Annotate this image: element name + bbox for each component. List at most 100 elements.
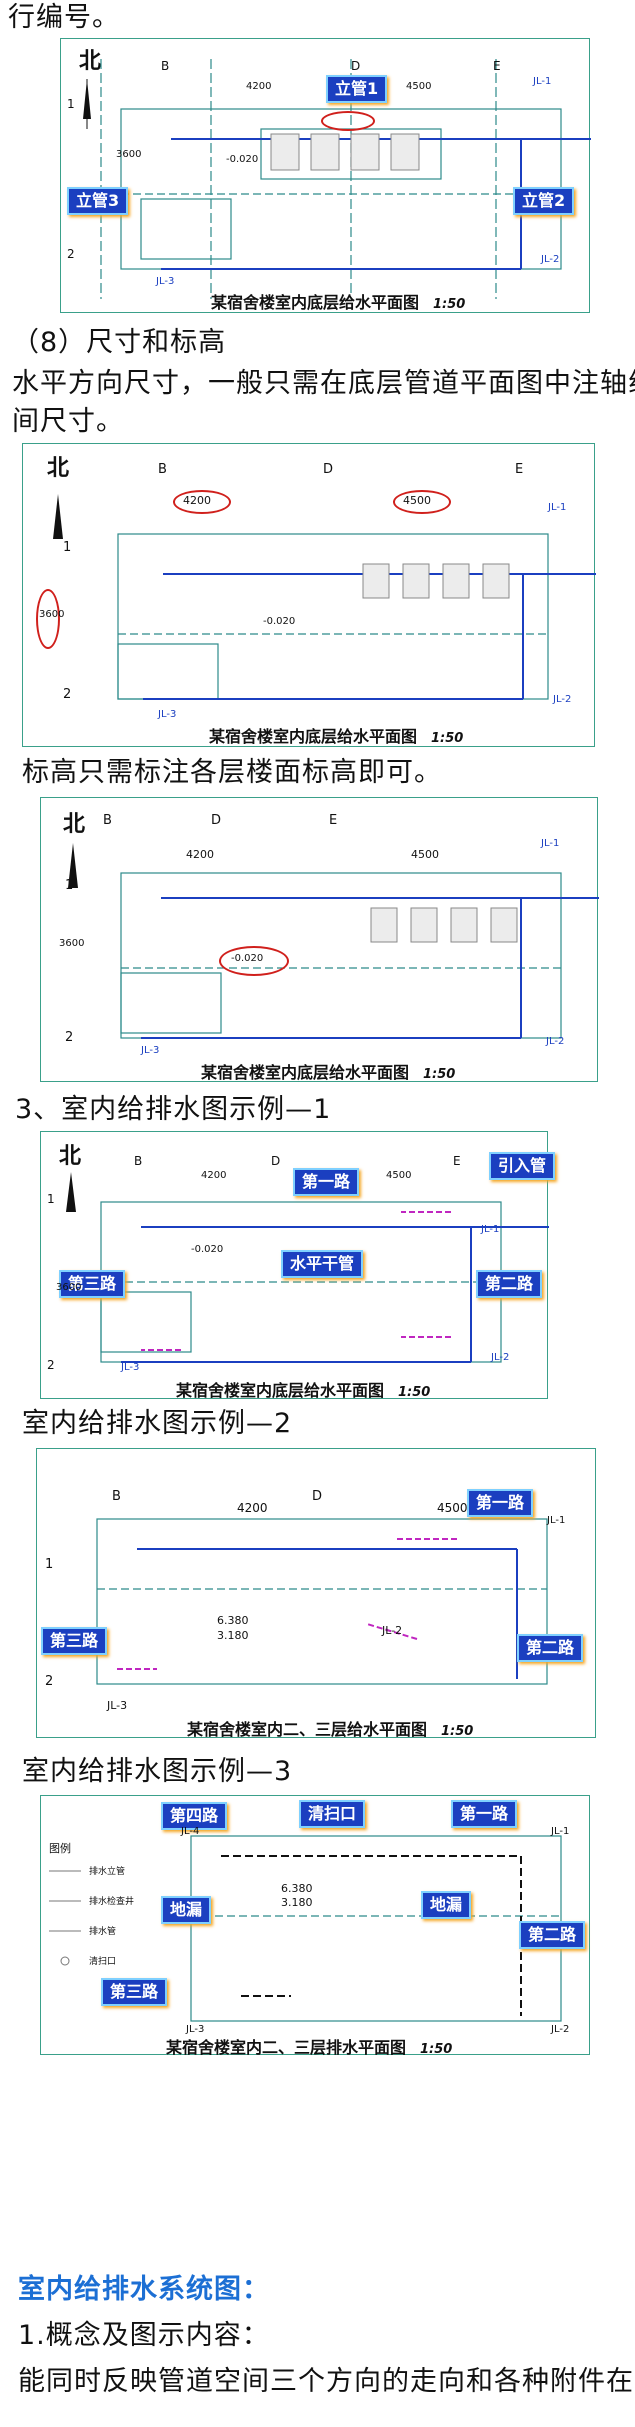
elevation-upper: 6.380 [217,1614,249,1627]
axis-e: E [493,59,501,73]
floor-drain-callout: 地漏 [421,1891,472,1919]
dim-3600: 3600 [56,1282,82,1293]
jl1-label: JL-1 [533,76,552,87]
floor-plan-drawing [53,494,596,700]
route-2-callout: 第二路 [517,1634,584,1662]
red-highlight [321,111,375,131]
route-4-callout: 第四路 [161,1802,228,1830]
route-2-callout: 第二路 [519,1921,586,1949]
jl1-label: JL-1 [481,1224,500,1235]
route-1-callout: 第一路 [467,1489,534,1517]
axis-d: D [271,1154,281,1168]
jl3-label: JL-3 [186,2024,205,2035]
elevation-lower: 3.180 [217,1629,249,1642]
dim-4500: 4500 [406,81,432,92]
axis-d: D [312,1489,323,1504]
route-3-callout: 第三路 [59,1270,126,1298]
jl1-label: JL-1 [547,1515,566,1526]
jl2-label: JL-2 [491,1352,510,1363]
axis-2: 2 [63,687,72,702]
dim-4200: 4200 [186,848,214,861]
dim-paragraph-2: 间尺寸。 [12,406,124,437]
plan-figure-3: 北 -0.020 4200 4500 3600 B D E 1 2 JL-1 J… [40,797,599,1082]
dim-4500: 4500 [403,494,431,507]
dim-4200: 4200 [246,81,272,92]
elevation-label: -0.020 [231,953,264,964]
axis-2: 2 [67,247,75,261]
jl3-label: JL-3 [158,709,177,720]
jl3-label: JL-3 [141,1045,160,1056]
floor-plan-drawing [49,1835,562,2022]
dim-3600: 3600 [39,609,65,620]
concept-heading: 1.概念及图示内容： [18,2320,270,2351]
elevation-label: -0.020 [263,616,296,627]
example-3-heading: 室内给排水图示例—3 [22,1756,293,1787]
floor-plan-drawing [83,59,591,299]
dim-4500: 4500 [386,1170,412,1181]
jl2-label: JL-2 [546,1036,565,1047]
example-1-heading: 3、室内给排水图示例—1 [15,1094,332,1125]
route-3-callout: 第三路 [101,1978,168,2006]
legend-title: 图例 [49,1842,71,1855]
axis-b: B [158,462,167,477]
axis-1: 1 [45,1557,54,1572]
plan-figure-6: 图例 排水立管 排水检查井 排水管 清扫口 第四路 清扫口 第一路 地漏 地漏 … [40,1795,590,2057]
example-2-heading: 室内给排水图示例—2 [22,1408,293,1439]
elevation-label: -0.020 [226,154,259,165]
jl1-label: JL-1 [551,1826,570,1837]
axis-1: 1 [63,540,72,555]
horizontal-main-callout: 水平干管 [281,1250,364,1278]
axis-1: 1 [65,878,74,893]
jl2-label: JL-2 [551,2024,570,2035]
legend-item: 排水管 [89,1927,117,1937]
elevation-upper: 6.380 [281,1882,313,1895]
jl3-label: JL-3 [121,1362,140,1373]
inlet-pipe-callout: 引入管 [489,1152,556,1180]
red-highlight [393,490,451,514]
jl3-label: JL-3 [107,1699,128,1712]
elevation-paragraph: 标高只需标注各层楼面标高即可。 [22,757,442,788]
dim-4200: 4200 [183,494,211,507]
floor-drain-callout: 地漏 [161,1896,212,1924]
axis-e: E [515,462,524,477]
axis-b: B [161,59,170,73]
jl2-label: JL-2 [382,1624,403,1637]
legend-item: 清扫口 [89,1957,117,1967]
jl1-label: JL-1 [548,502,567,513]
jl3-label: JL-3 [156,276,175,287]
elevation-label: -0.020 [191,1244,224,1255]
axis-1: 1 [47,1192,55,1206]
axis-2: 2 [45,1674,54,1689]
north-label: 北 [63,812,86,837]
last-text-line: 能同时反映管道空间三个方向的走向和各种附件在 [18,2366,634,2397]
axis-e: E [329,813,338,828]
riser-1-callout: 立管1 [326,75,388,103]
text-line-top: 行编号。 [8,2,120,33]
dim-3600: 3600 [59,938,85,949]
jl2-label: JL-2 [541,254,560,265]
elevation-lower: 3.180 [281,1896,313,1909]
axis-d: D [211,813,222,828]
dim-paragraph-1: 水平方向尺寸，一般只需在底层管道平面图中注轴线 [12,368,635,399]
legend-item: 排水检查井 [89,1897,135,1907]
floor-plan-drawing [96,1518,548,1685]
floor-plan-drawing [68,843,599,1039]
axis-e: E [453,1154,461,1168]
plan-figure-4: 第一路 引入管 水平干管 第二路 第三路 北 4200 4500 3600 B … [40,1131,556,1400]
dim-3600: 3600 [116,149,142,160]
jl1-label: JL-1 [541,838,560,849]
red-highlight [36,589,60,649]
route-1-callout: 第一路 [451,1800,518,1828]
jl2-label: JL-2 [553,694,572,705]
system-diagram-heading: 室内给排水系统图： [18,2274,270,2305]
axis-1: 1 [67,97,75,111]
plan-figure-5: 4200 4500 B D E 1 2 第一路 第二路 第三路 6.380 3.… [36,1448,596,1739]
section-8-heading: （8）尺寸和标高 [12,327,227,358]
riser-3-callout: 立管3 [67,187,129,215]
route-3-callout: 第三路 [41,1627,108,1655]
axis-b: B [103,813,112,828]
